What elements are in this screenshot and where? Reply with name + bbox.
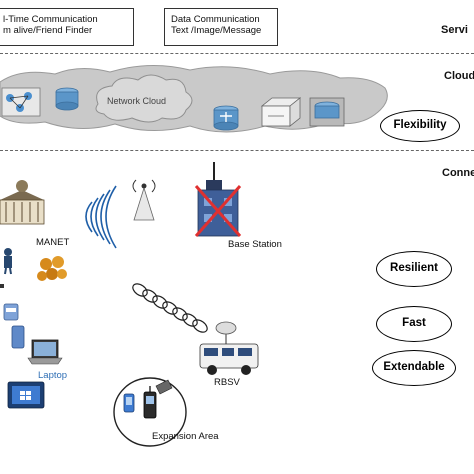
mobile-phone-icon	[123, 393, 135, 413]
desk-phone-icon	[3, 303, 19, 321]
router-cluster-icon	[1, 87, 41, 117]
services-box-data-line1: Data Communication	[171, 14, 260, 25]
router-icon	[213, 105, 239, 131]
cloud-label: Cloud	[444, 70, 474, 82]
cloud-band-graphic	[0, 65, 388, 133]
rbsv-van-icon	[199, 321, 259, 375]
server-cube-icon	[260, 97, 302, 127]
flexibility-label: Flexibility	[393, 119, 447, 131]
base-station-label: Base Station	[228, 239, 282, 250]
laptop-icon	[27, 339, 63, 365]
government-building-icon	[0, 180, 45, 225]
extendable-oval: Extendable	[372, 350, 456, 386]
resilient-oval: Resilient	[376, 251, 452, 287]
switch-icon	[55, 87, 79, 111]
band-divider-bottom	[0, 150, 474, 151]
cell-phone-icon	[143, 386, 157, 419]
flexibility-oval: Flexibility	[380, 110, 460, 142]
chain-link-icon	[132, 283, 208, 333]
band-divider-top	[0, 53, 474, 54]
services-box-realtime-line2: m alive/Friend Finder	[3, 25, 93, 36]
extendable-label: Extendable	[383, 361, 445, 373]
expansion-area-circle	[113, 377, 187, 447]
connectivity-label: Conne	[442, 167, 474, 179]
services-box-realtime-line1: l-Time Communication	[3, 14, 98, 25]
expansion-area-label: Expansion Area	[152, 431, 219, 442]
connectivity-graphic	[0, 162, 259, 447]
base-station-icon	[194, 162, 242, 237]
firewall-router-icon	[309, 97, 345, 127]
fast-oval: Fast	[376, 306, 452, 342]
user-group-icon	[37, 256, 67, 281]
services-box-data: Data Communication Text /Image/Message	[164, 8, 278, 46]
access-point-icon	[132, 179, 156, 221]
network-cloud-label: Network Cloud	[107, 96, 167, 106]
windows-tablet-icon	[7, 381, 45, 409]
network-cloud-shape	[95, 74, 193, 123]
services-box-realtime: l-Time Communication m alive/Friend Find…	[0, 8, 134, 46]
manet-label: MANET	[36, 237, 70, 248]
handheld-device-icon	[155, 379, 173, 395]
services-box-data-line2: Text /Image/Message	[171, 25, 262, 36]
tablet-icon	[11, 325, 25, 349]
resilient-label: Resilient	[390, 262, 438, 274]
services-label: Servi	[441, 24, 468, 36]
hub-icon	[0, 284, 4, 288]
fast-label: Fast	[402, 317, 426, 329]
wireless-signal-icon	[85, 185, 117, 249]
laptop-label: Laptop	[38, 370, 68, 381]
rbsv-label: RBSV	[214, 377, 240, 388]
person-icon	[4, 248, 12, 275]
